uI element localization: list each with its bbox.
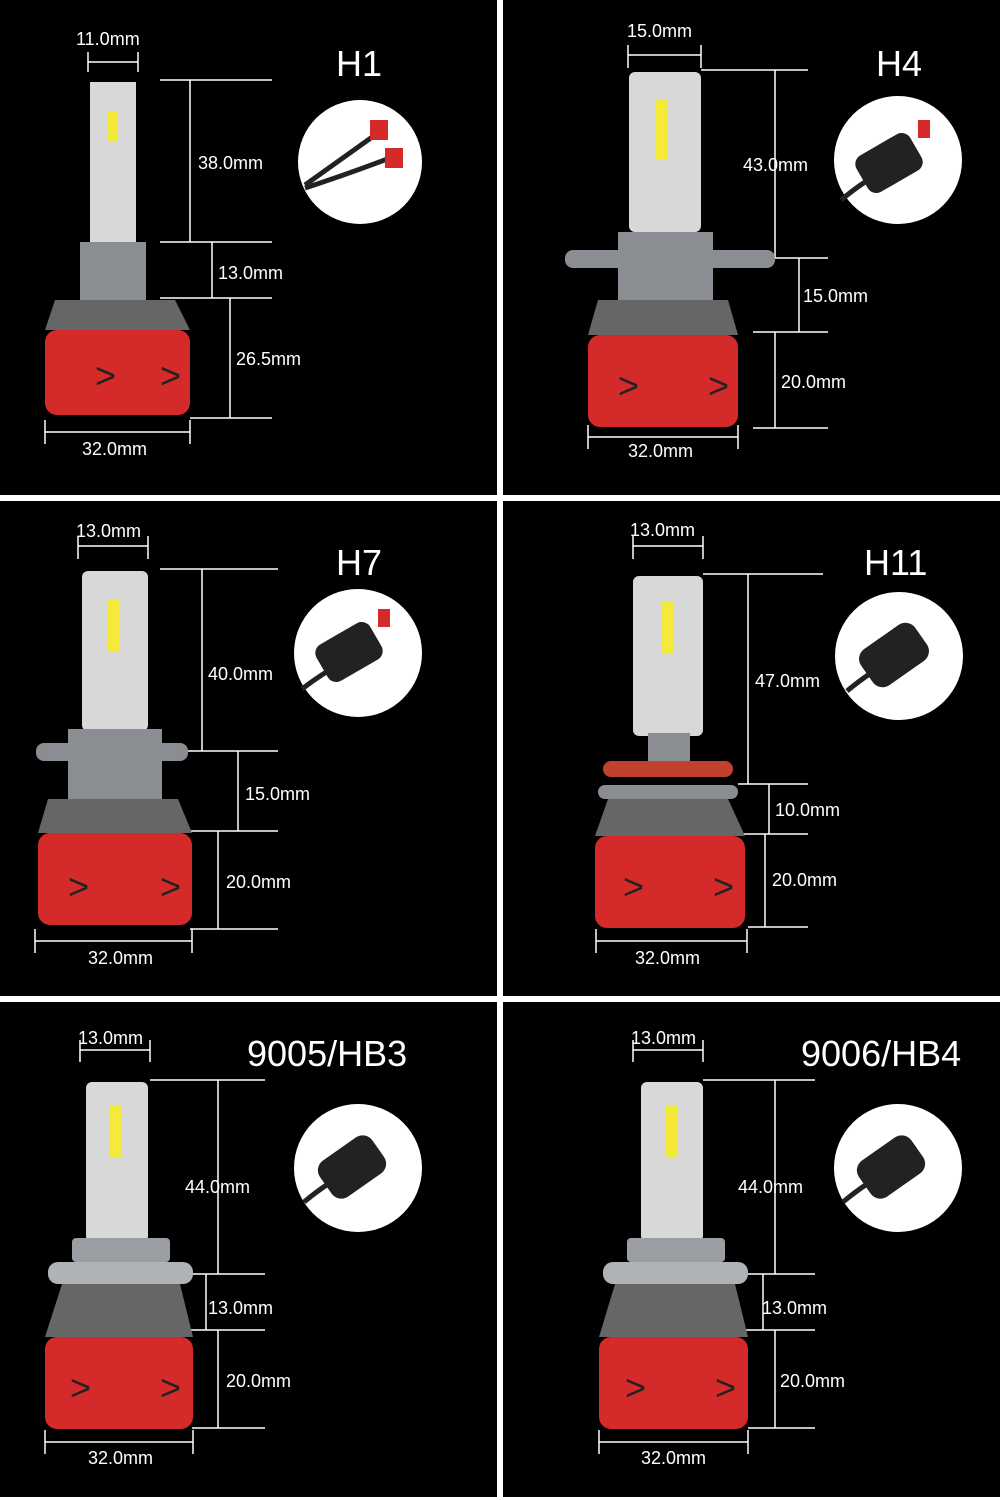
hb3-plug-connector-icon bbox=[302, 1135, 387, 1204]
dim-neck: 15.0mm bbox=[245, 784, 311, 804]
model-title: 9006/HB4 bbox=[801, 1033, 962, 1074]
model-title: H11 bbox=[864, 542, 928, 583]
h7-plug-connector-icon bbox=[300, 609, 390, 691]
panel-9006-hb4: > > 9006/HB4 13.0mm 44.0mm 13.0mm 20.0mm… bbox=[503, 1002, 1000, 1497]
dim-chip-height: 38.0mm bbox=[198, 153, 264, 173]
dim-chip-height: 44.0mm bbox=[738, 1177, 804, 1197]
svg-text:>: > bbox=[160, 1367, 181, 1408]
dim-neck: 10.0mm bbox=[775, 800, 841, 820]
dim-chip-height: 43.0mm bbox=[743, 155, 809, 175]
dim-diameter: 32.0mm bbox=[641, 1448, 707, 1468]
panel-h7: > > H7 13.0mm 40.0mm 15.0mm 20.0mm 32.0m… bbox=[0, 501, 497, 996]
bulb-9005-hb3-diagram: > > bbox=[44, 1040, 422, 1454]
svg-text:>: > bbox=[625, 1367, 646, 1408]
h11-plug-connector-icon bbox=[845, 622, 929, 693]
bulb-h11-diagram: > > bbox=[595, 536, 963, 953]
panel-h11: > > H11 13.0mm 47.0mm 10.0mm 20.0mm 32.0… bbox=[503, 501, 1000, 996]
dim-neck: 13.0mm bbox=[762, 1298, 828, 1318]
dim-top-width: 13.0mm bbox=[78, 1028, 144, 1048]
bulb-h7-diagram: > > bbox=[34, 536, 422, 953]
svg-text:>: > bbox=[160, 866, 181, 907]
svg-text:>: > bbox=[715, 1367, 736, 1408]
dim-top-width: 15.0mm bbox=[627, 21, 693, 41]
two-wire-spade-connector-icon bbox=[303, 120, 403, 191]
dim-base: 20.0mm bbox=[772, 870, 838, 890]
bulb-h1-diagram: > > bbox=[44, 52, 422, 444]
svg-text:>: > bbox=[713, 866, 734, 907]
dim-base: 20.0mm bbox=[781, 372, 847, 392]
dim-top-width: 13.0mm bbox=[76, 521, 142, 541]
model-title: H1 bbox=[336, 43, 383, 84]
bulb-h4-diagram: > > bbox=[565, 45, 962, 449]
dim-chip-height: 40.0mm bbox=[208, 664, 274, 684]
dim-chip-height: 47.0mm bbox=[755, 671, 821, 691]
svg-text:>: > bbox=[70, 1367, 91, 1408]
dim-base: 20.0mm bbox=[780, 1371, 846, 1391]
svg-text:>: > bbox=[95, 355, 116, 396]
hb4-plug-connector-icon bbox=[841, 1135, 926, 1204]
dim-chip-height: 44.0mm bbox=[185, 1177, 251, 1197]
dim-top-width: 11.0mm bbox=[76, 29, 140, 49]
dim-diameter: 32.0mm bbox=[88, 948, 154, 968]
dim-top-width: 13.0mm bbox=[631, 1028, 697, 1048]
dim-diameter: 32.0mm bbox=[628, 441, 694, 461]
svg-text:>: > bbox=[160, 355, 181, 396]
dim-top-width: 13.0mm bbox=[630, 520, 696, 540]
bulb-9006-hb4-diagram: > > bbox=[598, 1040, 962, 1454]
model-title: H4 bbox=[876, 43, 923, 84]
h4-plug-connector-icon bbox=[839, 120, 930, 202]
model-title: H7 bbox=[336, 542, 383, 583]
panel-h1: > > H1 11.0mm 38.0mm 13.0mm 26.5mm 32.0m… bbox=[0, 0, 497, 495]
dim-base: 20.0mm bbox=[226, 872, 292, 892]
svg-text:>: > bbox=[708, 365, 729, 406]
dim-base: 20.0mm bbox=[226, 1371, 292, 1391]
dim-base: 26.5mm bbox=[236, 349, 302, 369]
dim-neck: 13.0mm bbox=[208, 1298, 274, 1318]
panel-9005-hb3: > > 9005/HB3 13.0mm 44.0mm 13.0mm 20.0mm… bbox=[0, 1002, 497, 1497]
model-title: 9005/HB3 bbox=[247, 1033, 408, 1074]
dim-diameter: 32.0mm bbox=[82, 439, 148, 459]
dim-diameter: 32.0mm bbox=[635, 948, 701, 968]
svg-text:>: > bbox=[623, 866, 644, 907]
panel-h4: > > H4 15.0mm 43.0mm 15.0mm 20.0mm 32.0m… bbox=[503, 0, 1000, 495]
svg-text:>: > bbox=[68, 866, 89, 907]
svg-text:>: > bbox=[618, 365, 639, 406]
dim-diameter: 32.0mm bbox=[88, 1448, 154, 1468]
dim-neck: 15.0mm bbox=[803, 286, 869, 306]
dim-neck: 13.0mm bbox=[218, 263, 284, 283]
